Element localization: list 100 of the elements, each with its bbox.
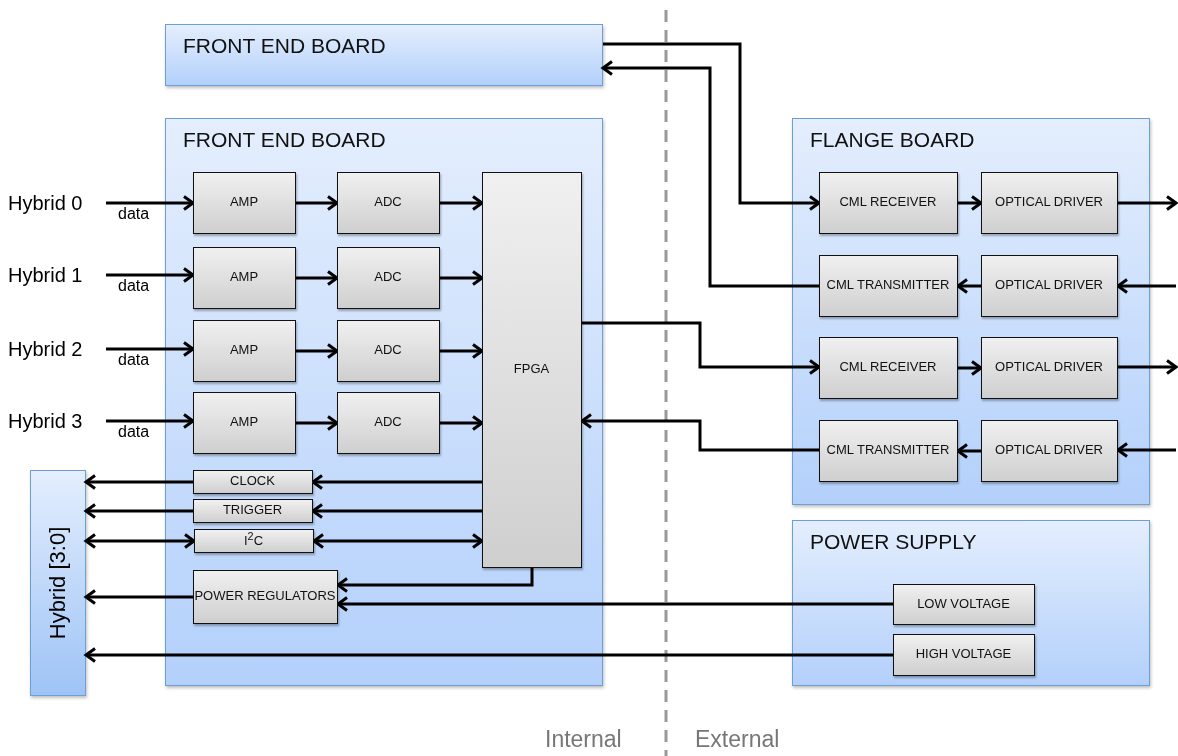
zone-label: External [695, 726, 780, 753]
block-label: CLOCK [230, 472, 275, 491]
connector-arrow [296, 343, 339, 359]
component-block [192, 391, 296, 454]
component-block [192, 498, 313, 523]
block-label: ADC [374, 341, 402, 360]
component-block [980, 254, 1118, 317]
block-label: Hybrid [3:0] [45, 526, 71, 640]
component-block [892, 633, 1035, 676]
signal-name: Hybrid 2 [8, 337, 83, 361]
edge-label: data [118, 205, 150, 223]
block-label: OPTICAL DRIVER [995, 358, 1103, 377]
block-label: LOW VOLTAGE [917, 594, 1010, 613]
board-title: POWER SUPPLY [810, 530, 977, 554]
connector-arrow [106, 267, 195, 283]
block-label: CML TRANSMITTER [826, 441, 950, 460]
connector-arrow [956, 443, 981, 459]
connector-arrow [296, 415, 339, 431]
connector-arrow [296, 195, 339, 211]
connector-arrow [582, 321, 821, 375]
board-title: FRONT END BOARD [183, 128, 386, 152]
block-label: CML TRANSMITTER [826, 276, 950, 295]
connector-arrow [1118, 195, 1178, 211]
connector-arrow [440, 415, 484, 431]
component-block [336, 319, 440, 382]
connector-arrow [311, 503, 482, 519]
connector-arrow [311, 474, 482, 490]
component-block [336, 246, 440, 309]
board-panel [165, 118, 603, 686]
block-label: OPTICAL DRIVER [995, 441, 1103, 460]
block-label: ADC [374, 413, 402, 432]
edge-label: data [118, 423, 150, 441]
connector-arrow [84, 647, 893, 663]
block-label: CML RECEIVER [839, 193, 937, 212]
connector-arrow [84, 503, 193, 519]
block-label: AMP [229, 413, 259, 432]
block-label: AMP [229, 268, 259, 287]
connector-arrow [106, 413, 195, 429]
component-block [818, 419, 958, 482]
component-block [980, 419, 1118, 482]
block-label: HIGH VOLTAGE [915, 645, 1012, 664]
connector-arrow [958, 195, 983, 211]
component-block [192, 569, 338, 624]
block-label: ADC [374, 193, 402, 212]
connector-bar [30, 470, 86, 696]
connector-arrow [1118, 359, 1178, 375]
connector-arrow [84, 533, 196, 549]
component-block [192, 319, 296, 382]
connector-arrow [601, 60, 819, 288]
board-panel [792, 520, 1150, 686]
connector-arrow [1116, 442, 1176, 458]
connector-arrow [956, 278, 981, 294]
connector-arrow [312, 533, 484, 549]
edge-label: data [118, 351, 150, 369]
connector-arrow [336, 596, 893, 612]
board-title: FLANGE BOARD [810, 128, 975, 152]
block-label: I$^{2}$C [243, 529, 263, 551]
component-block [481, 171, 582, 568]
component-block [980, 171, 1118, 234]
component-block [980, 336, 1118, 399]
connector-arrow [603, 42, 821, 211]
board-panel [165, 24, 603, 86]
connector-arrow [84, 474, 193, 490]
connector-arrow [440, 195, 484, 211]
board-panel [792, 118, 1150, 505]
signal-name: Hybrid 1 [8, 263, 83, 287]
connector-arrow [106, 341, 195, 357]
component-block [192, 246, 296, 309]
signal-name: Hybrid 3 [8, 409, 83, 433]
connector-arrow [958, 360, 983, 376]
block-label: AMP [229, 341, 259, 360]
component-block [192, 171, 296, 234]
connector-arrow [106, 195, 195, 211]
connector-arrow [336, 568, 534, 593]
component-block [892, 583, 1035, 625]
component-block [193, 528, 314, 553]
signal-name: Hybrid 0 [8, 191, 83, 215]
block-label: CML RECEIVER [839, 358, 937, 377]
block-label: OPTICAL DRIVER [995, 276, 1103, 295]
block-label: ADC [374, 268, 402, 287]
component-block [818, 254, 958, 317]
edge-label: data [118, 277, 150, 295]
block-label: TRIGGER [222, 501, 283, 520]
board-title: FRONT END BOARD [183, 34, 386, 58]
component-block [818, 171, 958, 234]
zone-label: Internal [545, 726, 622, 753]
component-block [192, 469, 313, 494]
connector-arrow [580, 413, 819, 452]
block-label: FPGA [513, 360, 550, 379]
component-block [818, 336, 958, 399]
connector-arrow [296, 270, 339, 286]
connector-arrow [440, 270, 484, 286]
block-label: AMP [229, 193, 259, 212]
component-block [336, 171, 440, 234]
connector-arrow [440, 343, 484, 359]
block-label: OPTICAL DRIVER [995, 193, 1103, 212]
connector-arrow [84, 589, 193, 605]
component-block [336, 391, 440, 454]
block-label: POWER REGULATORS [194, 587, 336, 606]
connector-arrow [1116, 278, 1176, 294]
